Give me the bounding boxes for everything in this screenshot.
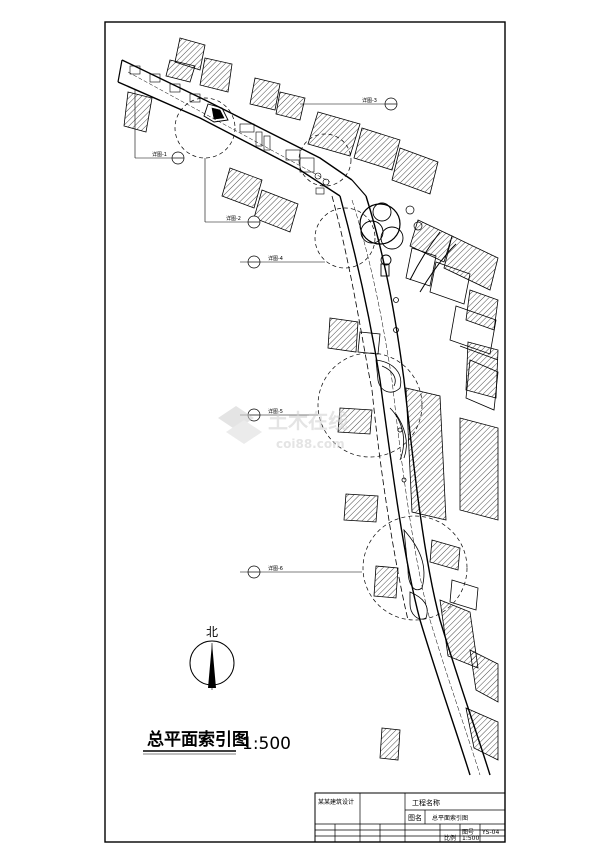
north-arrow: 北 bbox=[189, 625, 235, 690]
tb-scale-value: 1:500 bbox=[462, 835, 479, 842]
callout-labels: 详图-1 详图-2 详图-3 详图-4 详图-5 详图-6 bbox=[152, 97, 377, 572]
tb-project-label: 工程名称 bbox=[412, 798, 440, 807]
tb-drawing-label: 图名 bbox=[408, 813, 422, 822]
title-block-text: 某某建筑设计 工程名称 图名 总平面索引图 比例 1:500 图号 YS-04 bbox=[318, 798, 499, 842]
callout-label-2: 详图-2 bbox=[226, 215, 241, 222]
building-outlines bbox=[357, 247, 499, 611]
tb-drawing-no: YS-04 bbox=[481, 829, 499, 836]
main-road bbox=[331, 195, 491, 776]
tb-scale-label: 比例 bbox=[444, 834, 456, 842]
callout-label-3: 详图-3 bbox=[362, 97, 377, 104]
buildings bbox=[123, 37, 499, 761]
watermark-sub: coi88.com bbox=[276, 437, 345, 451]
drawing-title-text: 总平面索引图 bbox=[147, 729, 249, 750]
callout-label-4: 详图-4 bbox=[268, 255, 283, 262]
watermark-text: 土木在线 bbox=[268, 409, 348, 433]
sheet-border bbox=[104, 21, 506, 843]
tb-drawing-no-label: 图号 bbox=[462, 829, 474, 836]
north-label: 北 bbox=[206, 625, 218, 639]
road-nodes bbox=[375, 297, 428, 620]
title-block bbox=[314, 792, 506, 843]
street-details bbox=[129, 65, 330, 195]
street-corridor bbox=[117, 59, 367, 197]
detail-circles bbox=[174, 97, 468, 621]
drawing-title: 总平面索引图 1:500 bbox=[143, 729, 291, 755]
callout-label-5: 详图-5 bbox=[268, 408, 283, 415]
tb-company: 某某建筑设计 bbox=[318, 798, 354, 806]
callout-label-6: 详图-6 bbox=[268, 565, 283, 572]
tb-drawing-name: 总平面索引图 bbox=[432, 814, 468, 822]
watermark: 土木在线 coi88.com bbox=[218, 406, 348, 451]
callout-label-1: 详图-1 bbox=[152, 151, 167, 158]
drawing-scale: 1:500 bbox=[242, 734, 291, 754]
